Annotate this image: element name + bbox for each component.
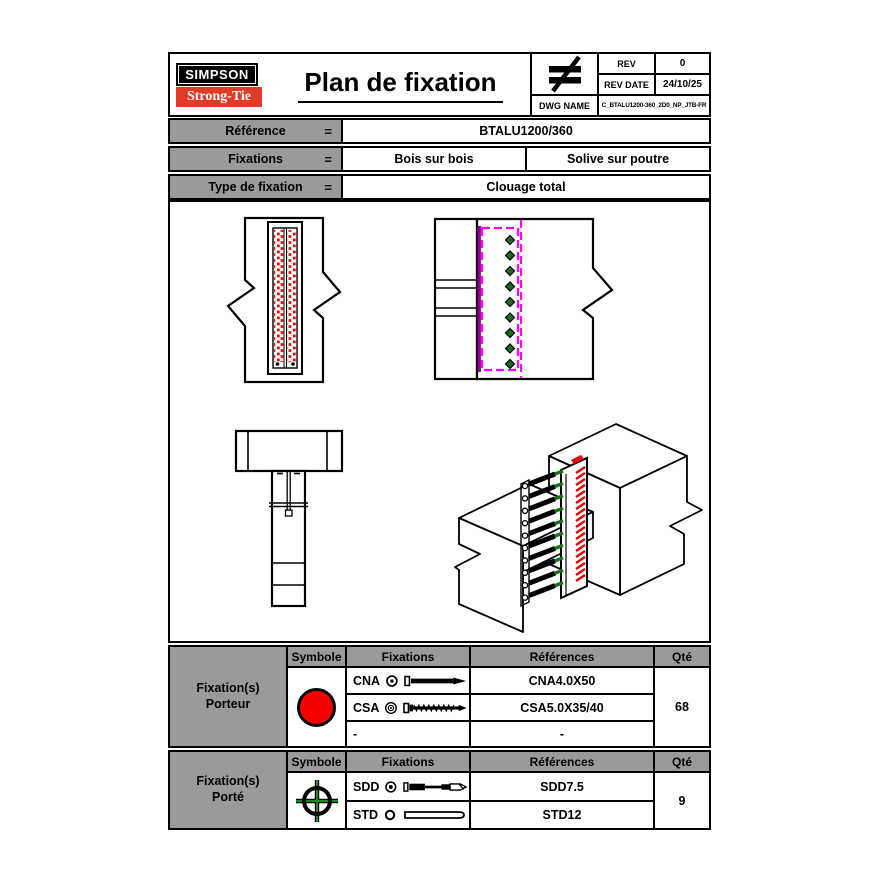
col-header-fixations: Fixations — [347, 752, 469, 771]
csa-marker-icon — [385, 701, 398, 714]
cna-marker-icon — [386, 674, 398, 687]
logo-strongtie-text: Strong-Tie — [176, 86, 262, 107]
col-header-symbole: Symbole — [288, 752, 345, 771]
reference-sdd: SDD7.5 — [471, 773, 653, 800]
reference-empty: - — [471, 722, 653, 746]
col-header-symbole: Symbole — [288, 647, 345, 666]
porteur-symbol-cell — [288, 668, 345, 746]
porteur-qty: 68 — [655, 668, 709, 746]
rev-date-label: REV DATE — [599, 75, 654, 94]
drawing-sheet: SIMPSON Strong-Tie Plan de fixation REV … — [168, 52, 711, 831]
col-header-references: Références — [471, 752, 653, 771]
rev-value: 0 — [656, 54, 709, 73]
porte-symbol-cell — [288, 773, 345, 828]
page-title: Plan de fixation — [298, 67, 503, 103]
red-circle-icon — [297, 687, 336, 727]
porte-fixings-table: Fixation(s)Porté Symbole Fixations Référ… — [168, 750, 711, 830]
fixation-row-sdd: SDD — [347, 773, 469, 800]
drawing-views-panel — [168, 200, 711, 643]
wood-screw-icon — [403, 702, 468, 713]
title-block: SIMPSON Strong-Tie Plan de fixation REV … — [168, 52, 711, 117]
dwg-name-label: DWG NAME — [532, 96, 597, 115]
equals-sign: = — [324, 123, 332, 139]
rev-date-value: 24/10/25 — [656, 75, 709, 94]
simpson-strongtie-logo: SIMPSON Strong-Tie — [170, 54, 271, 115]
fixations-label: Fixations — [228, 152, 283, 166]
fixation-row-csa: CSA — [347, 695, 469, 720]
rev-label: REV — [599, 54, 654, 73]
dwg-name-value: C_BTALU1200-360_2D0_NP_JTB-FR — [599, 96, 709, 115]
fixations-row: Fixations = Bois sur bois Solive sur pout… — [168, 146, 711, 172]
std-marker-icon — [384, 809, 396, 821]
fixations-value-1: Bois sur bois — [394, 152, 474, 166]
fixations-value-2: Solive sur poutre — [525, 148, 709, 170]
fixation-type-row: Type de fixation = Clouage total — [168, 174, 711, 200]
front-view-drawing — [226, 216, 342, 384]
porte-qty: 9 — [655, 773, 709, 828]
nail-icon — [404, 675, 467, 686]
sdd-marker-icon — [385, 780, 397, 793]
fixation-row-cna: CNA — [347, 668, 469, 693]
fixation-type-label: Type de fixation — [208, 180, 303, 194]
top-view-drawing — [234, 429, 344, 608]
equals-sign: = — [324, 151, 332, 167]
iso-screws — [521, 469, 564, 601]
porte-group-label: Fixation(s)Porté — [170, 752, 286, 828]
col-header-fixations: Fixations — [347, 647, 469, 666]
reference-cna: CNA4.0X50 — [471, 668, 653, 693]
reference-csa: CSA5.0X35/40 — [471, 695, 653, 720]
reference-value: BTALU1200/360 — [479, 124, 573, 138]
not-to-scale-icon — [532, 54, 597, 94]
porteur-fixings-table: Fixation(s)Porteur Symbole Fixations Réf… — [168, 645, 711, 748]
col-header-qte: Qté — [655, 752, 709, 771]
fixation-type-value: Clouage total — [486, 180, 566, 194]
threaded-rod-icon — [404, 811, 465, 819]
reference-std: STD12 — [471, 802, 653, 828]
porteur-group-label: Fixation(s)Porteur — [170, 647, 286, 746]
equals-sign: = — [324, 179, 332, 195]
fixation-row-std: STD — [347, 802, 469, 828]
iso-nail-marks — [575, 466, 586, 582]
green-crosshair-icon — [295, 779, 338, 822]
col-header-references: Références — [471, 647, 653, 666]
reference-row: Référence = BTALU1200/360 — [168, 118, 711, 144]
logo-simpson-text: SIMPSON — [176, 62, 258, 86]
reference-label: Référence — [225, 124, 286, 138]
dowel-screw-icon — [403, 781, 468, 792]
porte-fixing-symbols — [504, 234, 516, 370]
side-view-drawing — [433, 217, 614, 381]
col-header-qte: Qté — [655, 647, 709, 666]
fixation-row-empty: - — [347, 722, 469, 746]
isometric-view-drawing — [454, 423, 703, 633]
